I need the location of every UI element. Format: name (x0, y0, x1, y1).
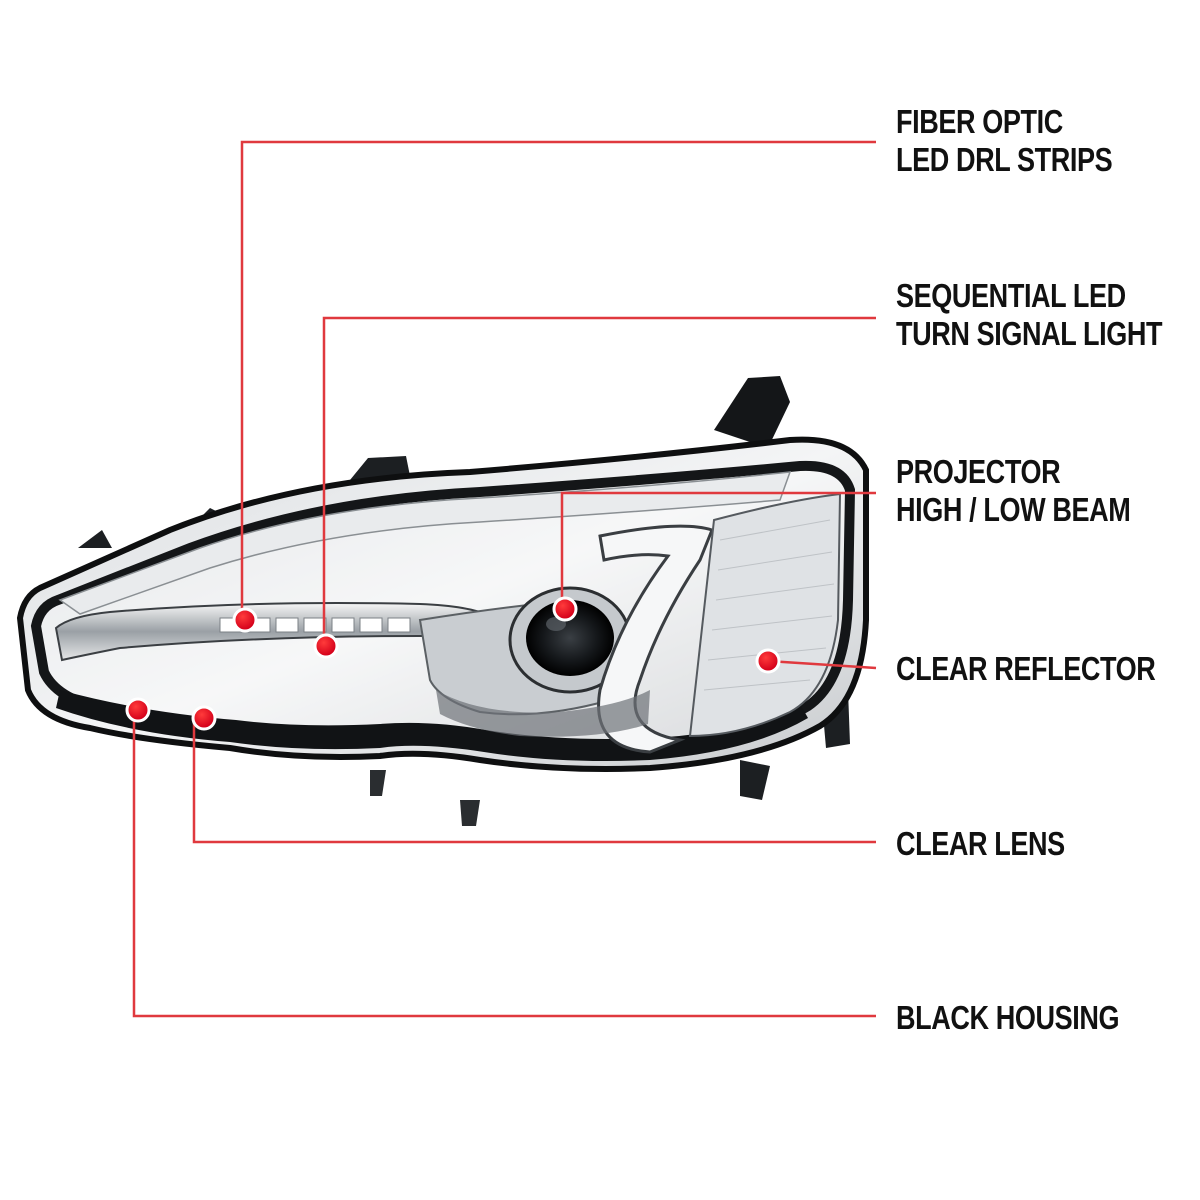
label-housing-line1: BLACK HOUSING (896, 999, 1120, 1036)
dot-lens (191, 705, 217, 731)
label-sequential: SEQUENTIAL LED TURN SIGNAL LIGHT (896, 277, 1163, 353)
label-lens: CLEAR LENS (896, 825, 1065, 863)
label-sequential-line1: SEQUENTIAL LED (896, 277, 1126, 314)
label-lens-line1: CLEAR LENS (896, 825, 1065, 862)
leader-reflector (767, 659, 877, 670)
label-fiber-optic-line2: LED DRL STRIPS (896, 141, 1113, 178)
label-housing: BLACK HOUSING (896, 999, 1120, 1037)
dot-reflector (755, 648, 781, 674)
label-reflector-line1: CLEAR REFLECTOR (896, 650, 1156, 687)
callout-dots (125, 596, 781, 731)
label-fiber-optic: FIBER OPTIC LED DRL STRIPS (896, 103, 1113, 179)
label-projector-line1: PROJECTOR (896, 453, 1061, 490)
label-sequential-line2: TURN SIGNAL LIGHT (896, 315, 1163, 352)
dot-fiber-optic (232, 607, 258, 633)
dot-sequential (313, 633, 339, 659)
label-reflector: CLEAR REFLECTOR (896, 650, 1156, 688)
dot-projector (552, 596, 578, 622)
label-projector: PROJECTOR HIGH / LOW BEAM (896, 453, 1131, 529)
headlight-housing (16, 376, 869, 826)
leader-projector (560, 491, 876, 608)
label-fiber-optic-line1: FIBER OPTIC (896, 103, 1063, 140)
dot-housing (125, 697, 151, 723)
leader-fiber-optic (240, 140, 876, 620)
label-projector-line2: HIGH / LOW BEAM (896, 491, 1131, 528)
leader-sequential (322, 316, 876, 646)
